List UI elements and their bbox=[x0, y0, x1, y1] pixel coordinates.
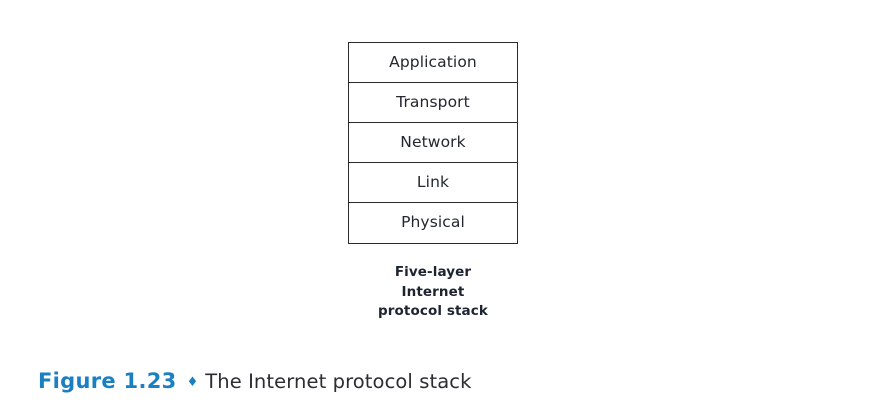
figure-number-label: Figure 1.23 bbox=[38, 369, 177, 393]
stack-layer-label: Network bbox=[400, 132, 466, 151]
figure-caption: Figure 1.23 ♦ The Internet protocol stac… bbox=[38, 369, 472, 393]
stack-layer-application: Application bbox=[349, 43, 517, 83]
protocol-stack-figure: Application Transport Network Link Physi… bbox=[348, 42, 518, 322]
protocol-stack-diagram: Application Transport Network Link Physi… bbox=[348, 42, 518, 244]
stack-caption-line-2: Internet bbox=[401, 283, 465, 300]
diamond-icon: ♦ bbox=[186, 375, 199, 390]
stack-layer-label: Physical bbox=[401, 213, 465, 232]
stack-layer-label: Link bbox=[416, 172, 450, 191]
stack-layer-network: Network bbox=[349, 123, 517, 163]
stack-layer-physical: Physical bbox=[349, 203, 517, 243]
stack-layer-link: Link bbox=[349, 163, 517, 203]
stack-caption-line-3: protocol stack bbox=[378, 303, 488, 320]
stack-layer-label: Transport bbox=[396, 92, 470, 111]
stack-caption: Five-layer Internet protocol stack bbox=[348, 263, 518, 322]
stack-caption-line-1: Five-layer bbox=[394, 264, 472, 280]
figure-caption-text: The Internet protocol stack bbox=[205, 370, 472, 393]
figure-area: Application Transport Network Link Physi… bbox=[348, 42, 518, 322]
stack-layer-transport: Transport bbox=[349, 83, 517, 123]
stack-layer-label: Application bbox=[389, 52, 477, 71]
